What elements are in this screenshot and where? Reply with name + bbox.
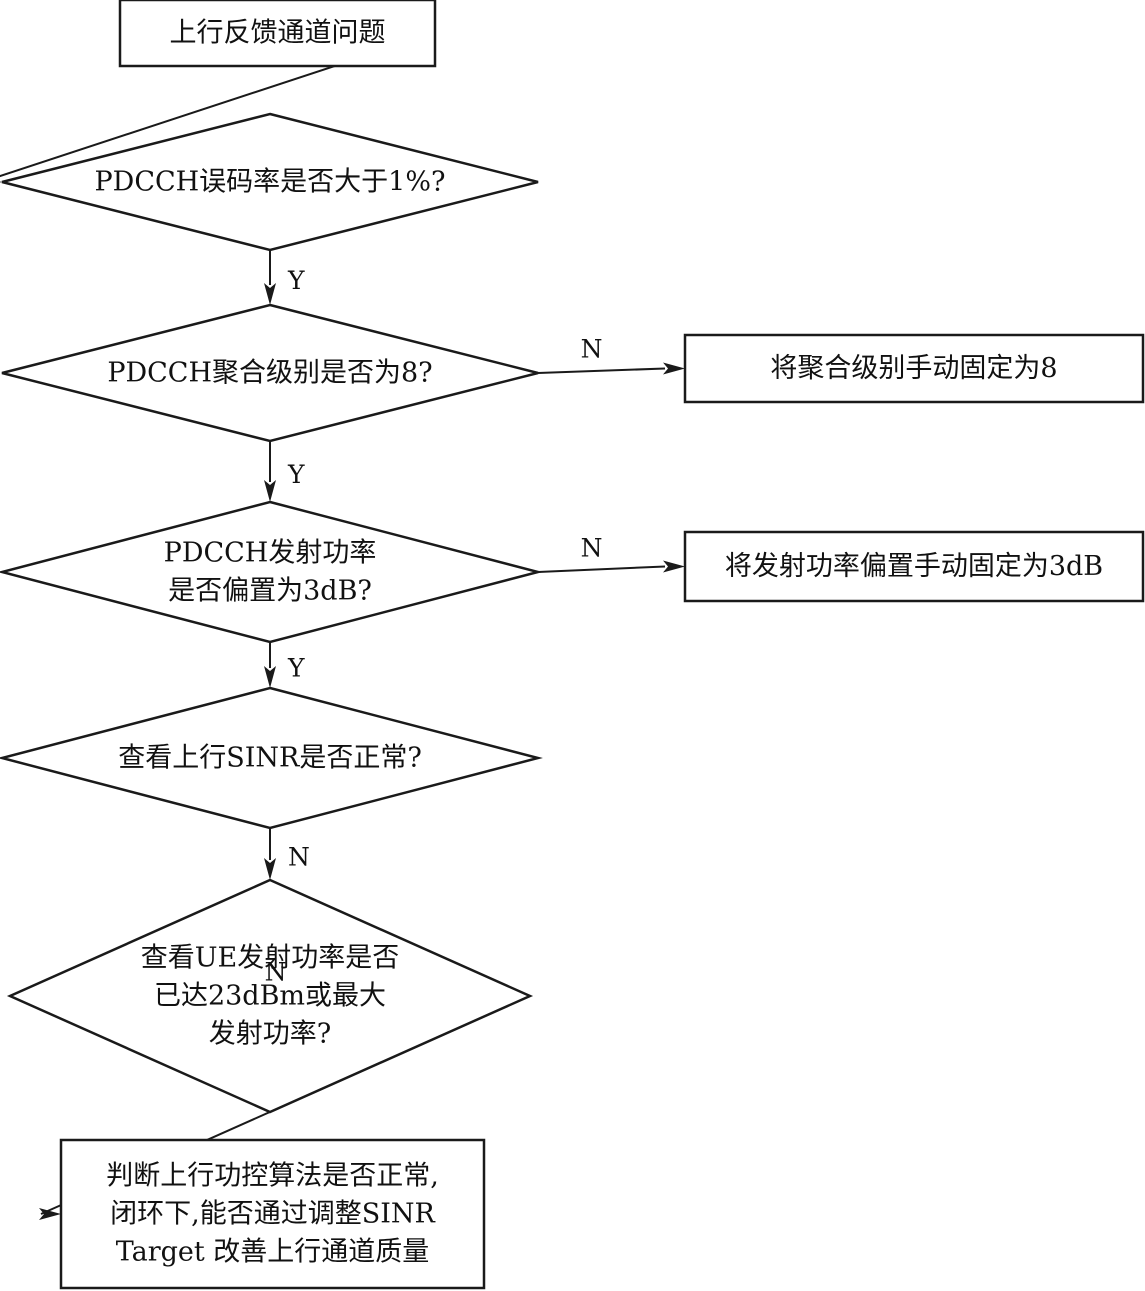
edge-q3-q4 bbox=[264, 642, 276, 688]
node-label: 判断上行功控算法是否正常, bbox=[106, 1161, 439, 1192]
arrowhead bbox=[264, 858, 276, 880]
process-box bbox=[59, 1138, 486, 1290]
node-label: 已达23dBm或最大 bbox=[154, 981, 386, 1012]
arrowhead bbox=[663, 560, 685, 573]
node-a2: 将聚合级别手动固定为8 bbox=[683, 333, 1145, 404]
process-box bbox=[118, 0, 437, 68]
node-label: PDCCH发射功率 bbox=[164, 538, 377, 569]
node-a3: 将发射功率偏置手动固定为3dB bbox=[683, 530, 1145, 603]
edge-label: Y bbox=[287, 266, 305, 295]
node-label: Target 改善上行通道质量 bbox=[116, 1237, 430, 1268]
node-label: 上行反馈通道问题 bbox=[170, 18, 386, 49]
node-label: PDCCH误码率是否大于1%? bbox=[95, 167, 446, 198]
node-label: PDCCH聚合级别是否为8? bbox=[107, 358, 432, 389]
edge-q3-a3 bbox=[537, 560, 685, 573]
node-label: 闭环下,能否通过调整SINR bbox=[110, 1199, 435, 1230]
arrowhead bbox=[0, 181, 2, 183]
node-q2: PDCCH聚合级别是否为8? bbox=[1, 303, 539, 443]
node-q4: 查看上行SINR是否正常? bbox=[0, 686, 543, 830]
edge-label: N bbox=[288, 843, 310, 872]
process-box bbox=[683, 333, 1145, 404]
connector-line bbox=[537, 565, 666, 573]
edge-q2-q3 bbox=[264, 441, 276, 502]
connector-line bbox=[537, 367, 666, 374]
edge-label: Y bbox=[287, 654, 305, 683]
decision-diamond bbox=[1, 112, 539, 252]
node-label: 查看上行SINR是否正常? bbox=[118, 743, 422, 774]
edge-q4-q5 bbox=[264, 828, 276, 880]
edge-q2-a2 bbox=[537, 362, 685, 375]
node-label: 将聚合级别手动固定为8 bbox=[770, 353, 1057, 384]
node-label: 发射功率? bbox=[209, 1019, 331, 1050]
node-start: 上行反馈通道问题 bbox=[118, 0, 437, 68]
edge-label: Y bbox=[287, 460, 305, 489]
node-label: 将发射功率偏置手动固定为3dB bbox=[725, 551, 1103, 582]
decision-diamond bbox=[6, 878, 534, 1114]
decision-diamond bbox=[0, 500, 543, 644]
edge-label: N bbox=[265, 958, 287, 987]
decision-diamond bbox=[1, 303, 539, 443]
node-end: 判断上行功控算法是否正常, 闭环下,能否通过调整SINR Target 改善上行通道… bbox=[59, 1138, 486, 1290]
arrowhead bbox=[264, 480, 276, 502]
node-q1: PDCCH误码率是否大于1%? bbox=[1, 112, 539, 252]
edge-label: N bbox=[581, 534, 603, 563]
process-box bbox=[683, 530, 1145, 603]
edge-q1-q2 bbox=[264, 250, 276, 305]
node-label: 查看UE发射功率是否 bbox=[141, 943, 399, 974]
arrowhead bbox=[663, 362, 685, 375]
arrowhead bbox=[39, 1208, 61, 1220]
arrowhead bbox=[264, 666, 276, 688]
arrowhead bbox=[264, 283, 276, 305]
node-label: 是否偏置为3dB? bbox=[168, 576, 372, 607]
edge-labels-layer: Y N Y N Y N N bbox=[265, 266, 603, 987]
decision-diamond bbox=[0, 686, 543, 830]
edge-label: N bbox=[581, 335, 603, 364]
